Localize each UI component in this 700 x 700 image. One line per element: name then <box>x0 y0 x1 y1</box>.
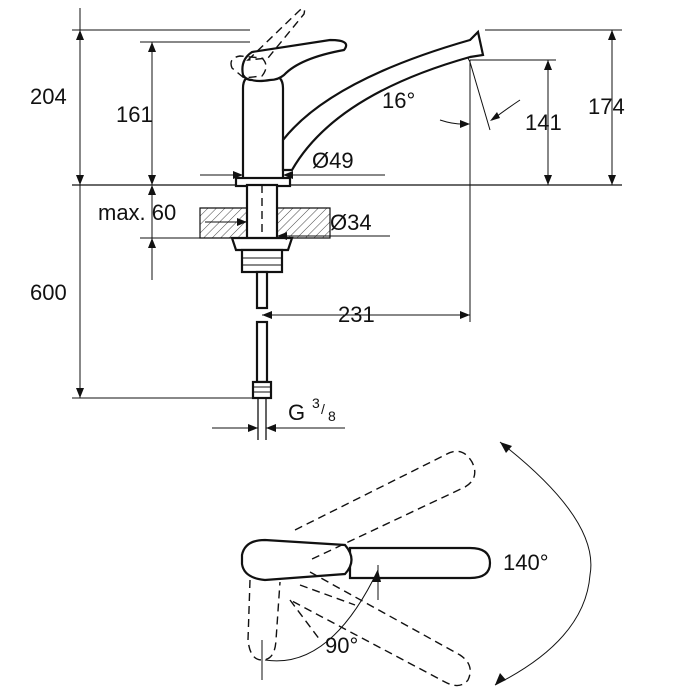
dim-231-label: 231 <box>338 302 375 327</box>
fixing-nut <box>230 236 294 252</box>
spout <box>281 29 485 172</box>
spout-top-alt-upper <box>294 450 476 561</box>
dim-thread-g-label: G <box>288 400 305 425</box>
lever-angle-arc <box>264 569 379 662</box>
hose-fitting <box>251 380 273 400</box>
top-view: 140° 90° <box>240 441 592 687</box>
fixing-washer <box>240 248 284 274</box>
dim-max-60-label: max. 60 <box>98 200 176 225</box>
dim-diameter-49-label: Ø49 <box>312 148 354 173</box>
hose-lower <box>255 320 269 384</box>
lever-top <box>240 538 353 582</box>
swivel-arc <box>494 441 592 686</box>
side-view: 204 161 174 141 16° Ø49 <box>30 7 625 440</box>
hose-upper <box>255 270 269 310</box>
dim-diameter-34-label: Ø34 <box>330 210 372 235</box>
spout-top <box>348 546 492 580</box>
dim-thread-num: 3 <box>312 395 320 411</box>
lever-alternate-knob <box>230 55 267 79</box>
dim-161-label: 161 <box>116 102 153 127</box>
lever-angle-label: 90° <box>325 633 358 658</box>
swivel-angle-label: 140° <box>503 550 549 575</box>
faucet-body <box>241 72 285 187</box>
dim-204-label: 204 <box>30 84 67 109</box>
dim-thread-den: 8 <box>328 408 336 424</box>
dim-16deg-label: 16° <box>382 88 415 113</box>
lever-top-alt-3 <box>299 584 356 606</box>
dim-600-label: 600 <box>30 280 67 305</box>
lever-top-alt <box>247 579 281 661</box>
spout-top-alt-lower <box>289 571 471 687</box>
lever <box>241 38 348 83</box>
lever-top-alt-2 <box>289 599 321 641</box>
dim-141-label: 141 <box>525 110 562 135</box>
dim-thread-slash: / <box>321 401 325 417</box>
dim-174-label: 174 <box>588 94 625 119</box>
lever-alternate <box>246 7 306 61</box>
